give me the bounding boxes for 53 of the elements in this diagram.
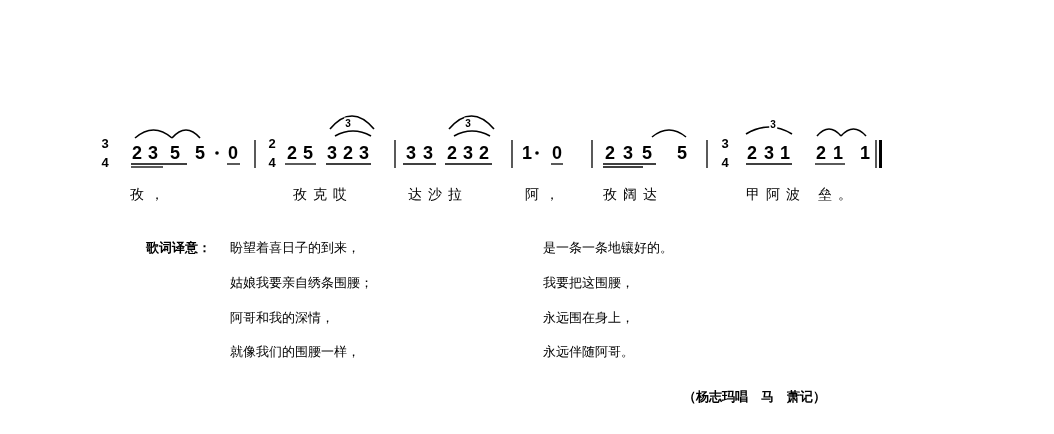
note-digit: 1 [522,142,532,164]
note-digit: 2 [343,142,353,164]
note-digit: 0 [552,142,562,164]
lyric-syllables: 垒。 [818,186,858,204]
note-digit: 2 [816,142,826,164]
time-signature-number: 3 [721,135,729,151]
note-digit: 3 [359,142,369,164]
note-digit: 2 [447,142,457,164]
time-signature-number: 4 [101,154,109,170]
note-digit: 5 [170,142,180,164]
time-signature-number: 4 [721,154,729,170]
triplet-number: 3 [769,118,777,130]
lyric-syllables: 孜克哎 [293,186,353,204]
triplet-number: 3 [464,117,472,129]
lyrics-translation-line: 永远围在身上， [543,309,634,327]
time-signature-number: 2 [268,135,276,151]
lyric-syllables: 孜， [130,186,170,204]
note-digit: 1 [780,142,790,164]
note-digit: 1 [860,142,870,164]
triplet-number: 3 [344,117,352,129]
heading-text: 歌词译意： [146,239,211,257]
note-digit: 3 [623,142,633,164]
time-signature-number: 4 [268,154,276,170]
note-digit: 0 [228,142,238,164]
note-digit: 3 [463,142,473,164]
lyrics-translation-line: 就像我们的围腰一样， [230,343,360,361]
note-digit: 5 [642,142,652,164]
lyric-syllables: 孜阔达 [603,186,663,204]
note-digit: 3 [327,142,337,164]
note-digit: 5 [303,142,313,164]
note-digit: 3 [148,142,158,164]
note-digit: 5 [677,142,687,164]
lyrics-translation-line: 是一条一条地镶好的。 [543,239,673,257]
note-digit: 2 [605,142,615,164]
note-digit: 3 [423,142,433,164]
heading-text: （杨志玛唱 马 萧记） [683,388,826,406]
note-digit: 2 [479,142,489,164]
note-digit: 1 [833,142,843,164]
lyrics-translation-line: 盼望着喜日子的到来， [230,239,360,257]
note-digit: 2 [132,142,142,164]
note-digit: 2 [287,142,297,164]
lyrics-translation-line: 阿哥和我的深情， [230,309,334,327]
lyric-syllables: 甲阿波 [746,186,806,204]
lyrics-translation-line: 姑娘我要亲自绣条围腰； [230,274,373,292]
lyrics-translation-line: 我要把这围腰， [543,274,634,292]
note-digit: 5 [195,142,205,164]
lyric-syllables: 达沙拉 [408,186,468,204]
note-digit: 3 [764,142,774,164]
time-signature-number: 3 [101,135,109,151]
note-digit: 2 [747,142,757,164]
note-digit: 3 [406,142,416,164]
lyrics-translation-line: 永远伴随阿哥。 [543,343,634,361]
lyric-syllables: 阿， [525,186,565,204]
